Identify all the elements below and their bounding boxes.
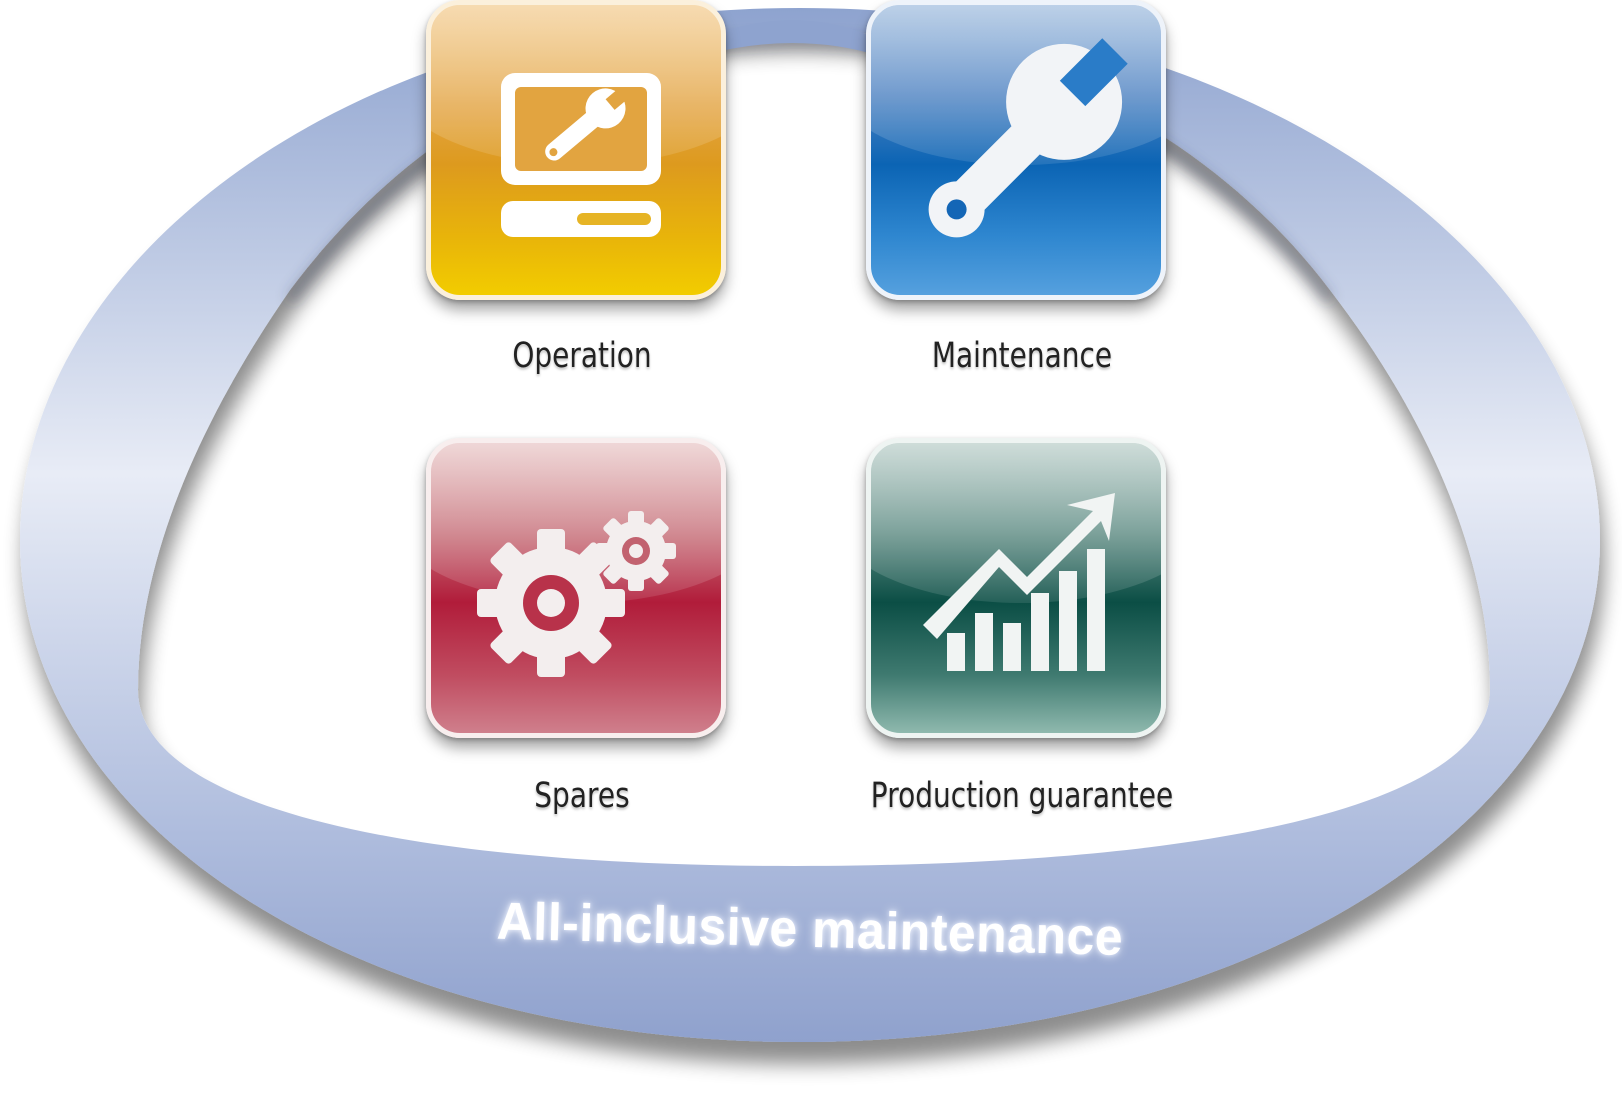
computer-wrench-icon: [501, 73, 661, 237]
gears-icon: [477, 511, 676, 677]
spares-label: Spares: [534, 776, 630, 816]
ring-body: [20, 8, 1600, 1042]
maintenance-label: Maintenance: [931, 336, 1113, 376]
production-guarantee-label: Production guarantee: [870, 776, 1174, 816]
ring-top-bridge: [700, 20, 880, 56]
operation-label: Operation: [512, 336, 652, 376]
tile-spares: [426, 438, 726, 738]
tile-production: [866, 438, 1166, 738]
tile-operation: [426, 0, 726, 300]
tile-maintenance: [866, 0, 1166, 300]
growth-chart-icon: [923, 493, 1115, 671]
wrench-icon: [928, 38, 1128, 238]
